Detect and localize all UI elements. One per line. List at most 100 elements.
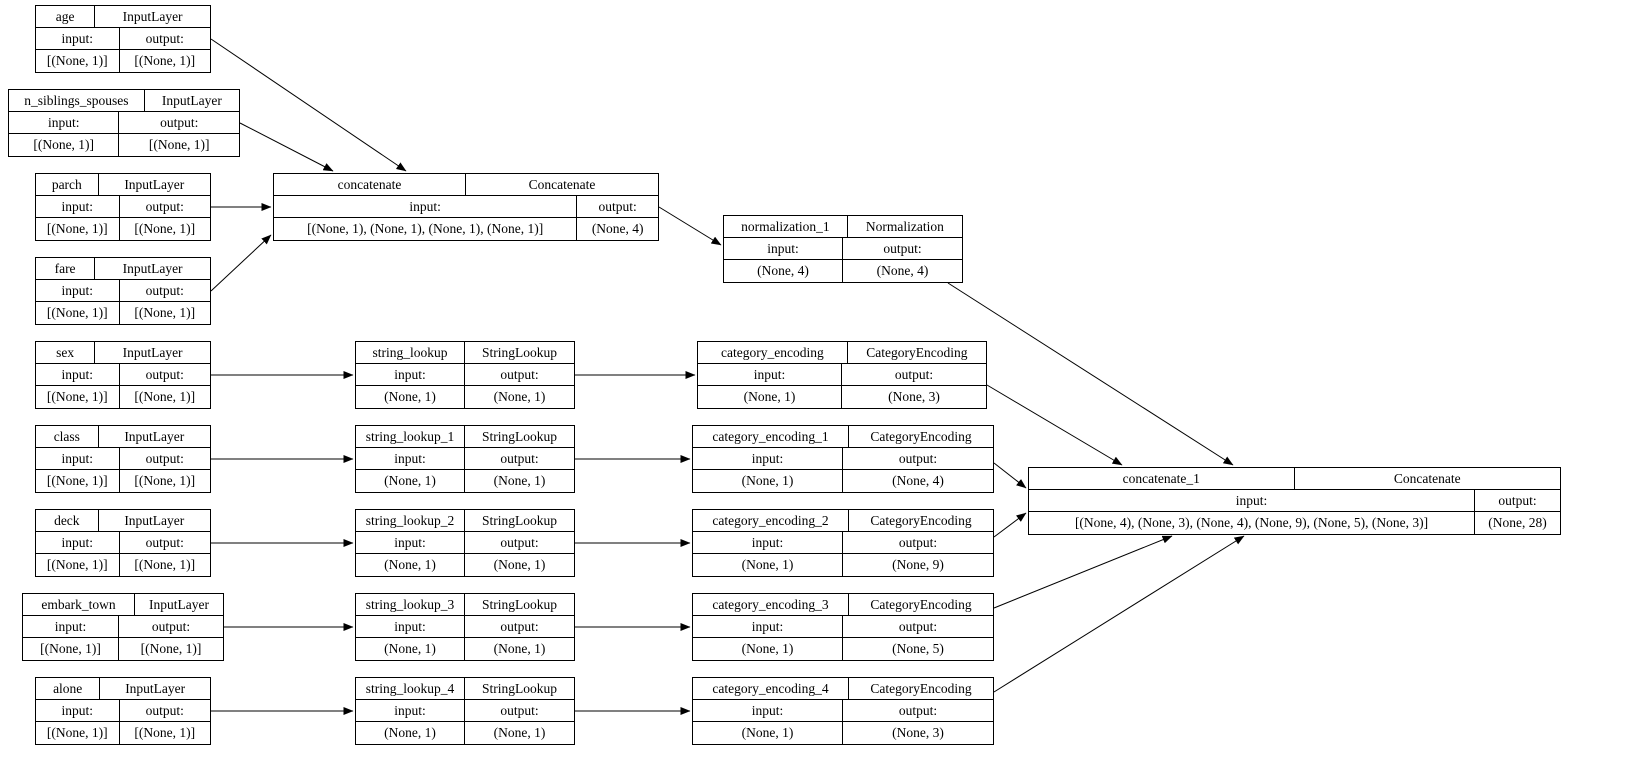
output-label: output:	[151, 619, 191, 634]
input-label: input:	[356, 364, 465, 385]
output-label: output:	[145, 367, 184, 382]
layer-name: string_lookup_1	[356, 426, 465, 447]
input-label: input:	[23, 616, 119, 637]
output-shape: [(None, 1)]	[134, 389, 196, 404]
input-shape: (None, 1)	[693, 722, 843, 744]
layer-name: alone	[36, 678, 101, 699]
node-n_siblings_spouses: n_siblings_spouses InputLayer input: out…	[8, 89, 240, 157]
layer-type: CategoryEncoding	[870, 429, 972, 444]
input-label: input:	[356, 448, 465, 469]
edge-age-to-concatenate	[210, 38, 407, 172]
output-shape: [(None, 1)]	[134, 305, 196, 320]
edge-fare-to-concatenate	[210, 234, 272, 292]
edge-category_encoding_1-to-concatenate_1	[993, 462, 1027, 489]
output-shape: (None, 28)	[1488, 515, 1547, 530]
layer-title-row: string_lookup_4 StringLookup	[356, 678, 574, 700]
layer-title-row: normalization_1 Normalization	[724, 216, 962, 238]
input-label: input:	[693, 700, 843, 721]
layer-io-shape-row: [(None, 1)] [(None, 1)]	[36, 386, 210, 408]
layer-name: category_encoding_4	[693, 678, 849, 699]
layer-title-row: category_encoding_4 CategoryEncoding	[693, 678, 993, 700]
output-shape: [(None, 1)]	[134, 473, 196, 488]
node-deck: deck InputLayer input: output: [(None, 1…	[35, 509, 211, 577]
input-label: input:	[36, 448, 120, 469]
layer-type: InputLayer	[122, 9, 183, 24]
node-category_encoding_4: category_encoding_4 CategoryEncoding inp…	[692, 677, 994, 745]
input-label: input:	[36, 700, 120, 721]
layer-type: StringLookup	[481, 429, 557, 444]
input-shape: (None, 1)	[356, 470, 465, 492]
input-shape: (None, 1)	[356, 386, 465, 408]
input-label: input:	[693, 448, 843, 469]
output-shape: (None, 1)	[493, 389, 546, 404]
node-age: age InputLayer input: output: [(None, 1)…	[35, 5, 211, 73]
layer-name: category_encoding_1	[693, 426, 849, 447]
layer-io-label-row: input: output:	[36, 532, 210, 554]
node-string_lookup: string_lookup StringLookup input: output…	[355, 341, 575, 409]
layer-io-shape-row: [(None, 1)] [(None, 1)]	[36, 554, 210, 576]
layer-type: StringLookup	[481, 597, 557, 612]
output-shape: (None, 5)	[892, 641, 944, 656]
input-shape: [(None, 1)]	[36, 302, 120, 324]
layer-io-label-row: input: output:	[36, 700, 210, 722]
output-label: output:	[500, 703, 539, 718]
input-label: input:	[693, 532, 843, 553]
node-category_encoding: category_encoding CategoryEncoding input…	[697, 341, 987, 409]
layer-title-row: concatenate_1 Concatenate	[1029, 468, 1560, 490]
layer-title-row: string_lookup StringLookup	[356, 342, 574, 364]
input-shape: [(None, 1)]	[36, 50, 120, 72]
layer-title-row: n_siblings_spouses InputLayer	[9, 90, 239, 112]
layer-title-row: class InputLayer	[36, 426, 210, 448]
input-label: input:	[693, 616, 843, 637]
input-label: input:	[36, 532, 120, 553]
layer-type: CategoryEncoding	[870, 681, 972, 696]
layer-type: CategoryEncoding	[866, 345, 968, 360]
layer-io-label-row: input: output:	[698, 364, 986, 386]
input-shape: (None, 1)	[693, 554, 843, 576]
node-category_encoding_2: category_encoding_2 CategoryEncoding inp…	[692, 509, 994, 577]
input-label: input:	[356, 532, 465, 553]
node-parch: parch InputLayer input: output: [(None, …	[35, 173, 211, 241]
layer-io-label-row: input: output:	[693, 448, 993, 470]
layer-io-shape-row: [(None, 1), (None, 1), (None, 1), (None,…	[274, 218, 658, 240]
layer-io-label-row: input: output:	[356, 448, 574, 470]
layer-name: class	[36, 426, 99, 447]
output-label: output:	[145, 283, 184, 298]
node-concatenate: concatenate Concatenate input: output: […	[273, 173, 659, 241]
layer-type: InputLayer	[124, 513, 185, 528]
output-shape: (None, 1)	[493, 641, 546, 656]
layer-io-label-row: input: output:	[356, 700, 574, 722]
output-shape: [(None, 1)]	[134, 725, 196, 740]
layer-title-row: string_lookup_3 StringLookup	[356, 594, 574, 616]
input-shape: (None, 1)	[693, 638, 843, 660]
layer-io-label-row: input: output:	[36, 448, 210, 470]
layer-name: deck	[36, 510, 99, 531]
input-shape: [(None, 1)]	[36, 386, 120, 408]
output-shape: [(None, 1)]	[140, 641, 202, 656]
layer-io-shape-row: (None, 1) (None, 9)	[693, 554, 993, 576]
output-shape: (None, 4)	[876, 263, 929, 278]
layer-io-label-row: input: output:	[693, 700, 993, 722]
node-category_encoding_1: category_encoding_1 CategoryEncoding inp…	[692, 425, 994, 493]
node-concatenate_1: concatenate_1 Concatenate input: output:…	[1028, 467, 1561, 535]
layer-io-shape-row: (None, 1) (None, 3)	[698, 386, 986, 408]
input-label: input:	[36, 280, 120, 301]
input-label: input:	[356, 616, 465, 637]
layer-name: category_encoding_3	[693, 594, 849, 615]
layer-io-shape-row: (None, 1) (None, 4)	[693, 470, 993, 492]
layer-io-label-row: input: output:	[274, 196, 658, 218]
layer-io-shape-row: (None, 1) (None, 1)	[356, 554, 574, 576]
layer-name: embark_town	[23, 594, 135, 615]
input-label: input:	[698, 364, 842, 385]
output-label: output:	[598, 199, 637, 214]
input-shape: [(None, 1)]	[9, 134, 120, 156]
output-shape: (None, 3)	[888, 389, 940, 404]
output-label: output:	[145, 703, 184, 718]
node-class: class InputLayer input: output: [(None, …	[35, 425, 211, 493]
output-label: output:	[1498, 493, 1537, 508]
output-label: output:	[500, 451, 539, 466]
output-shape: (None, 9)	[892, 557, 944, 572]
edge-category_encoding_3-to-concatenate_1	[993, 535, 1173, 609]
layer-type: Normalization	[865, 219, 944, 234]
